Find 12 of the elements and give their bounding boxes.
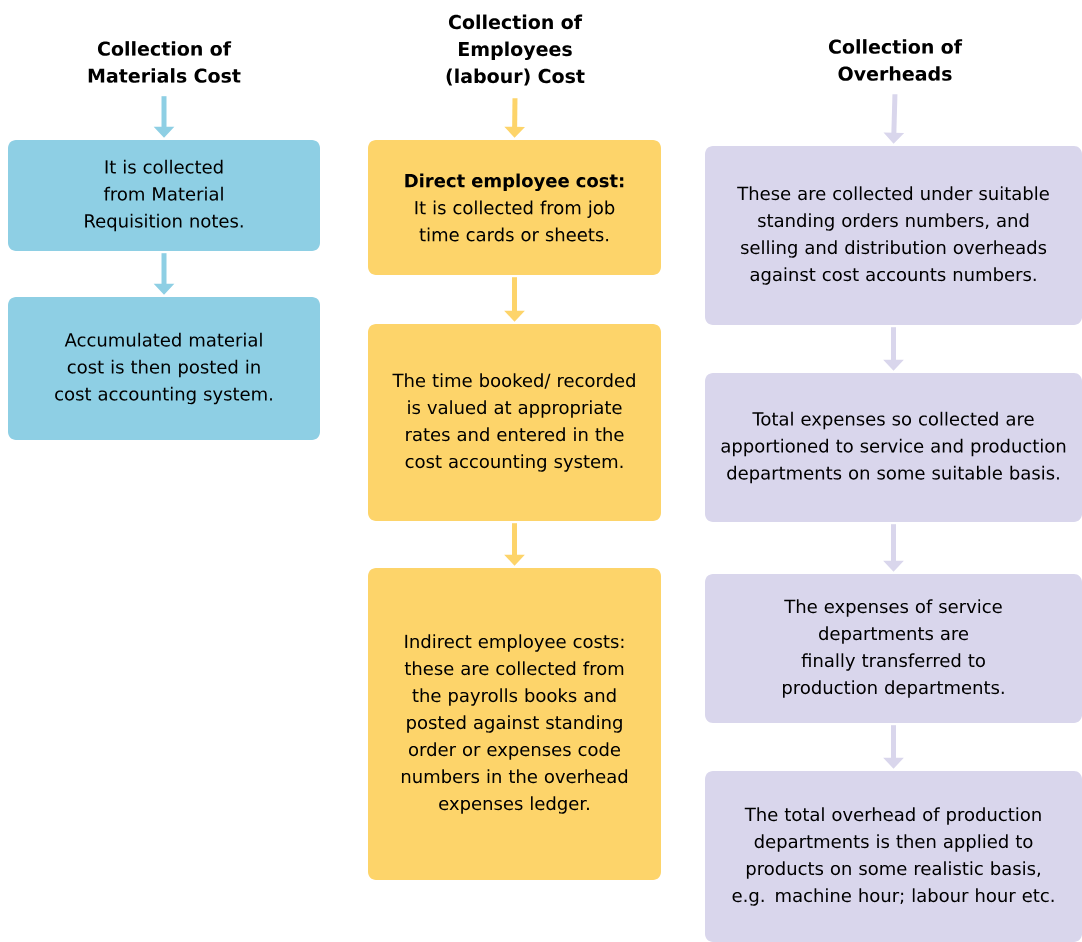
process-box: Direct employee cost: It is collected from job time cards or sheets. [368,140,661,275]
process-box: These are collected under suitable standing orders numbers, and selling and distribution overheads against cost accounts numbers. [705,146,1082,325]
column-heading: Collection of Materials Cost [88,41,241,83]
column-heading: Collection of Employees (labour) Cost [446,14,585,86]
process-box: The expenses of service departments are finally transferred to production departments. [705,574,1082,723]
process-box: The total overhead of production departments is then applied to products on some realistic basis, e.g. machine hour; labour hour etc. [705,771,1082,942]
process-box: It is collected from Material Requisition notes. [8,140,320,251]
process-box: Accumulated material cost is then posted in cost accounting system. [8,297,320,440]
process-box: Indirect employee costs: these are collected from the payrolls books and posted against standing order or expenses code numbers in the overhead expenses ledger. [368,568,661,880]
column-heading: Collection of Overheads [828,39,963,81]
process-box: Total expenses so collected are apportioned to service and production departments on some suitable basis. [705,373,1082,522]
process-box: The time booked/ recorded is valued at appropriate rates and entered in the cost accounting system. [368,324,661,521]
